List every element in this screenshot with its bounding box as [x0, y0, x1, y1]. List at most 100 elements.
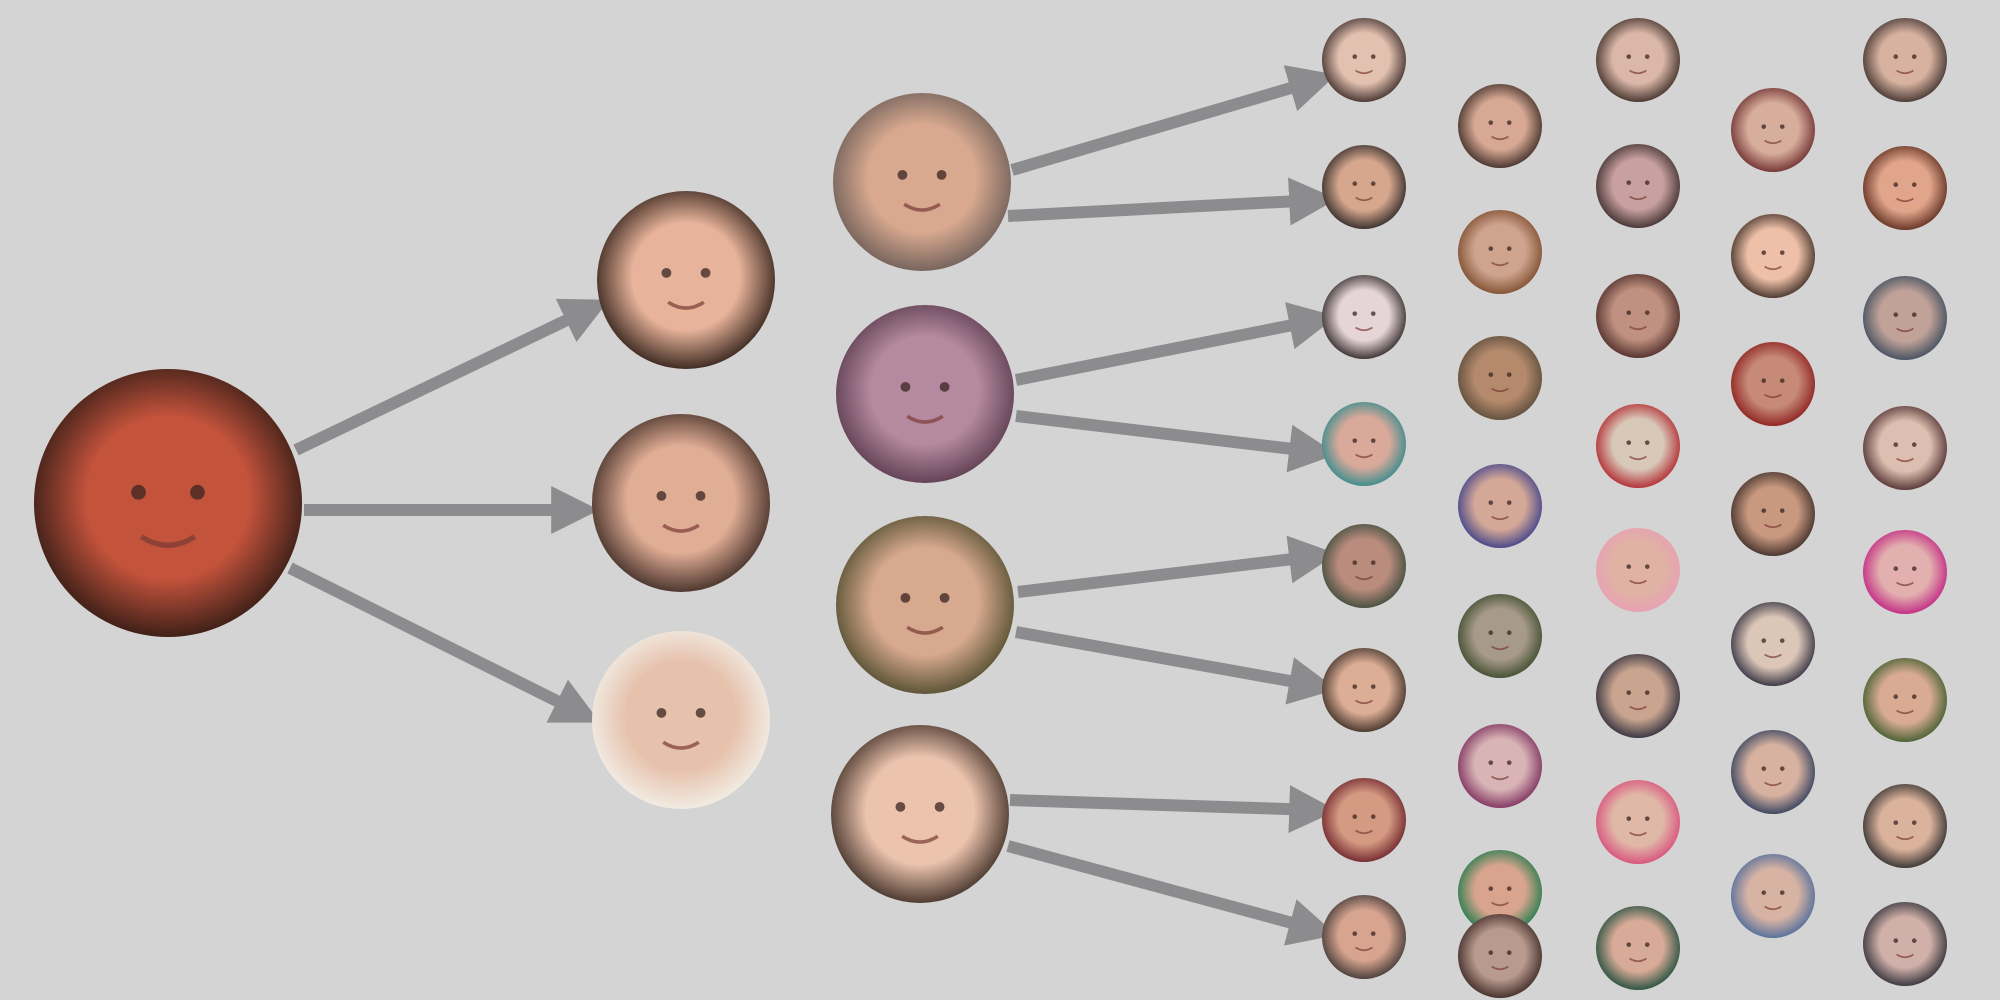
arrow-layer: [287, 65, 1338, 946]
node-g2-d: [831, 725, 1009, 903]
face-mouth-icon: [1355, 326, 1373, 332]
face-eyes-icon: [1893, 312, 1917, 317]
face-c6-5: [1731, 602, 1815, 686]
face-c4-8: [1458, 914, 1542, 998]
face-mouth-icon: [1491, 387, 1509, 393]
node-g3-b: [1322, 145, 1406, 229]
node-g1-c: [592, 631, 770, 809]
avatar-photo: [1596, 780, 1680, 864]
face-c4-2: [1458, 210, 1542, 294]
face-eyes-icon: [1893, 820, 1917, 825]
face-c6-3: [1731, 342, 1815, 426]
avatar-photo: [1596, 654, 1680, 738]
face-mouth-icon: [1629, 831, 1647, 837]
face-c7-3: [1863, 276, 1947, 360]
arrow-root-to-g1-a: [293, 298, 610, 456]
arrow-g2-a-to-g3-a: [1010, 65, 1337, 176]
avatar-photo: [1731, 214, 1815, 298]
avatar-photo: [1863, 784, 1947, 868]
avatar-photo: [1458, 914, 1542, 998]
face-eyes-icon: [1761, 890, 1785, 895]
avatar-photo: [1596, 528, 1680, 612]
avatar-photo: [1731, 602, 1815, 686]
avatar-photo: [836, 305, 1014, 483]
face-eyes-icon: [1626, 690, 1650, 695]
face-mouth-icon: [1764, 139, 1782, 145]
face-c6-4: [1731, 472, 1815, 556]
face-eyes-icon: [900, 592, 950, 603]
avatar-photo: [1322, 275, 1406, 359]
face-c4-3: [1458, 336, 1542, 420]
face-eyes-icon: [1626, 816, 1650, 821]
face-mouth-icon: [1491, 901, 1509, 907]
face-mouth-icon: [1629, 705, 1647, 711]
face-eyes-icon: [897, 169, 947, 180]
face-mouth-icon: [662, 523, 700, 533]
face-c7-7: [1863, 784, 1947, 868]
avatar-photo: [831, 725, 1009, 903]
face-mouth-icon: [1629, 579, 1647, 585]
avatar-photo: [1458, 84, 1542, 168]
face-mouth-icon: [906, 414, 944, 424]
arrow-root-to-g1-c: [287, 562, 601, 723]
face-eyes-icon: [1352, 931, 1376, 936]
node-g1-a: [597, 191, 775, 369]
face-eyes-icon: [1352, 814, 1376, 819]
arrow-g2-d-to-g3-h: [1006, 840, 1337, 946]
avatar-photo: [1322, 778, 1406, 862]
face-mouth-icon: [906, 625, 944, 635]
face-mouth-icon: [1896, 197, 1914, 203]
face-eyes-icon: [1352, 181, 1376, 186]
node-g3-c: [1322, 275, 1406, 359]
face-eyes-icon: [656, 707, 706, 718]
avatar-photo: [1458, 594, 1542, 678]
avatar-photo: [1322, 402, 1406, 486]
node-g2-c: [836, 516, 1014, 694]
avatar-photo: [1458, 850, 1542, 934]
face-mouth-icon: [1491, 775, 1509, 781]
face-eyes-icon: [1352, 311, 1376, 316]
node-g2-a: [833, 93, 1011, 271]
face-c5-5: [1596, 528, 1680, 612]
avatar-photo: [1596, 144, 1680, 228]
face-c7-4: [1863, 406, 1947, 490]
node-root: [34, 369, 302, 637]
face-eyes-icon: [1352, 560, 1376, 565]
face-c7-1: [1863, 18, 1947, 102]
face-mouth-icon: [1629, 325, 1647, 331]
face-mouth-icon: [1355, 699, 1373, 705]
face-c7-2: [1863, 146, 1947, 230]
face-eyes-icon: [1893, 54, 1917, 59]
face-eyes-icon: [1352, 684, 1376, 689]
face-mouth-icon: [1491, 261, 1509, 267]
face-eyes-icon: [1488, 120, 1512, 125]
face-eyes-icon: [1626, 180, 1650, 185]
avatar-photo: [1458, 724, 1542, 808]
face-eyes-icon: [1488, 630, 1512, 635]
avatar-photo: [1596, 906, 1680, 990]
face-mouth-icon: [667, 300, 705, 310]
face-mouth-icon: [1896, 327, 1914, 333]
face-mouth-icon: [1896, 457, 1914, 463]
face-c6-7: [1731, 854, 1815, 938]
face-mouth-icon: [1896, 69, 1914, 75]
face-mouth-icon: [1764, 393, 1782, 399]
face-eyes-icon: [1352, 438, 1376, 443]
face-eyes-icon: [661, 267, 711, 278]
face-c4-6: [1458, 724, 1542, 808]
face-mouth-icon: [139, 534, 197, 548]
avatar-photo: [1322, 648, 1406, 732]
face-eyes-icon: [1626, 310, 1650, 315]
node-g2-b: [836, 305, 1014, 483]
face-eyes-icon: [1761, 638, 1785, 643]
face-mouth-icon: [1355, 453, 1373, 459]
avatar-photo: [1863, 406, 1947, 490]
node-g3-h: [1322, 895, 1406, 979]
avatar-photo: [1863, 18, 1947, 102]
node-g3-g: [1322, 778, 1406, 862]
face-c5-8: [1596, 906, 1680, 990]
face-c4-1: [1458, 84, 1542, 168]
node-g1-b: [592, 414, 770, 592]
node-layer: [34, 18, 1947, 998]
avatar-photo: [1863, 658, 1947, 742]
